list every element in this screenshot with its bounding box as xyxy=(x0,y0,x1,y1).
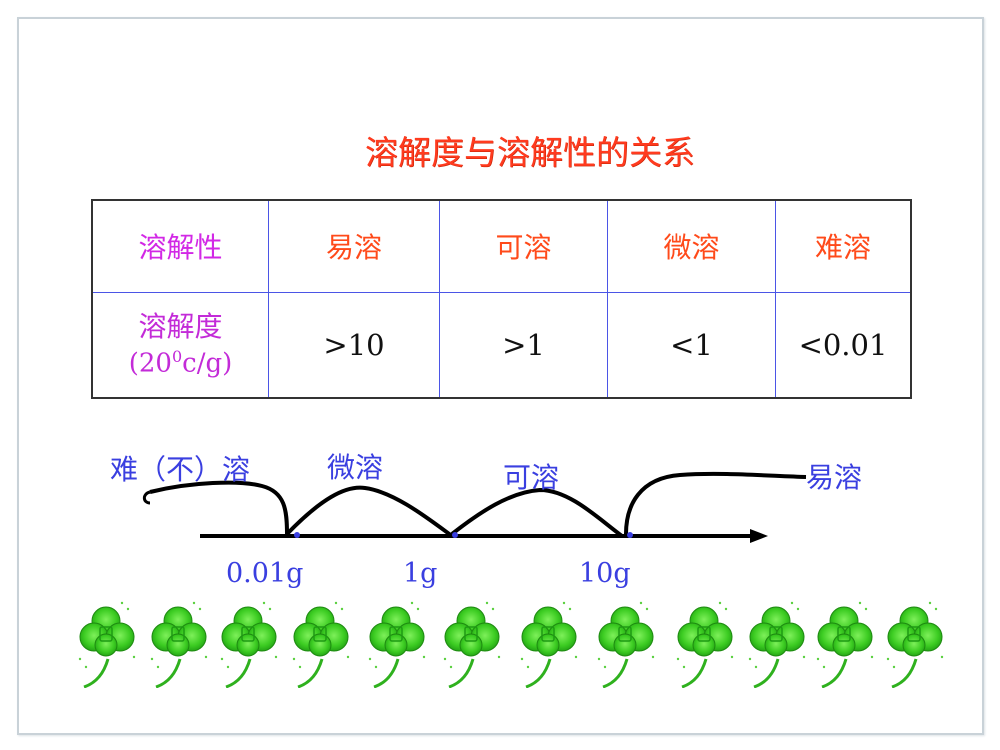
clover-icon xyxy=(442,600,502,689)
clover-border xyxy=(0,598,1000,689)
clover-icon xyxy=(519,600,579,689)
region-label-very-soluble: 易溶 xyxy=(806,461,863,494)
region-label-slightly-soluble: 微溶 xyxy=(327,451,384,484)
slide-title: 溶解度与溶解性的关系 xyxy=(365,133,695,172)
tick-label-0.01g: 0.01g xyxy=(226,558,304,589)
soluble-curve xyxy=(450,487,624,538)
clover-row xyxy=(77,600,945,689)
table-cell: <0.01 xyxy=(775,291,912,399)
insoluble-curve xyxy=(149,480,289,535)
table-row: 溶解性 易溶 可溶 微溶 难溶 xyxy=(91,199,912,293)
tick-dot xyxy=(294,532,300,538)
clover-icon xyxy=(885,600,945,689)
very-soluble-curve xyxy=(624,471,807,535)
row-header-solubility-class: 溶解性 xyxy=(91,199,269,293)
unit-label: (200c/g) xyxy=(128,346,233,379)
clover-icon xyxy=(77,600,137,689)
table-cell: 微溶 xyxy=(607,199,776,293)
tick-dot xyxy=(627,532,633,538)
arrow-head-icon xyxy=(750,529,768,543)
tick-label-10g: 10g xyxy=(579,558,631,589)
tick-label-1g: 1g xyxy=(403,558,438,589)
table-row: 溶解度 (200c/g) >10 >1 <1 <0.01 xyxy=(91,291,912,399)
solubility-table: 溶解性 易溶 可溶 微溶 难溶 溶解度 (200c/g) >10 >1 <1 <… xyxy=(91,199,912,399)
clover-icon xyxy=(675,600,735,689)
table-cell: >1 xyxy=(439,291,608,399)
clover-icon xyxy=(291,600,351,689)
clover-icon xyxy=(596,600,656,689)
clover-icon xyxy=(815,600,875,689)
clover-icon xyxy=(219,600,279,689)
slightly-soluble-curve xyxy=(285,485,454,538)
region-label-soluble: 可溶 xyxy=(503,461,560,494)
tick-dot xyxy=(452,532,458,538)
clover-icon xyxy=(367,600,427,689)
table-cell: >10 xyxy=(268,291,440,399)
clover-icon xyxy=(149,600,209,689)
region-label-insoluble: 难（不）溶 xyxy=(110,453,251,486)
table-cell: <1 xyxy=(607,291,776,399)
table-cell: 易溶 xyxy=(268,199,440,293)
row-header-solubility: 溶解度 (200c/g) xyxy=(91,291,269,399)
clover-icon xyxy=(747,600,807,689)
table-cell: 可溶 xyxy=(439,199,608,293)
